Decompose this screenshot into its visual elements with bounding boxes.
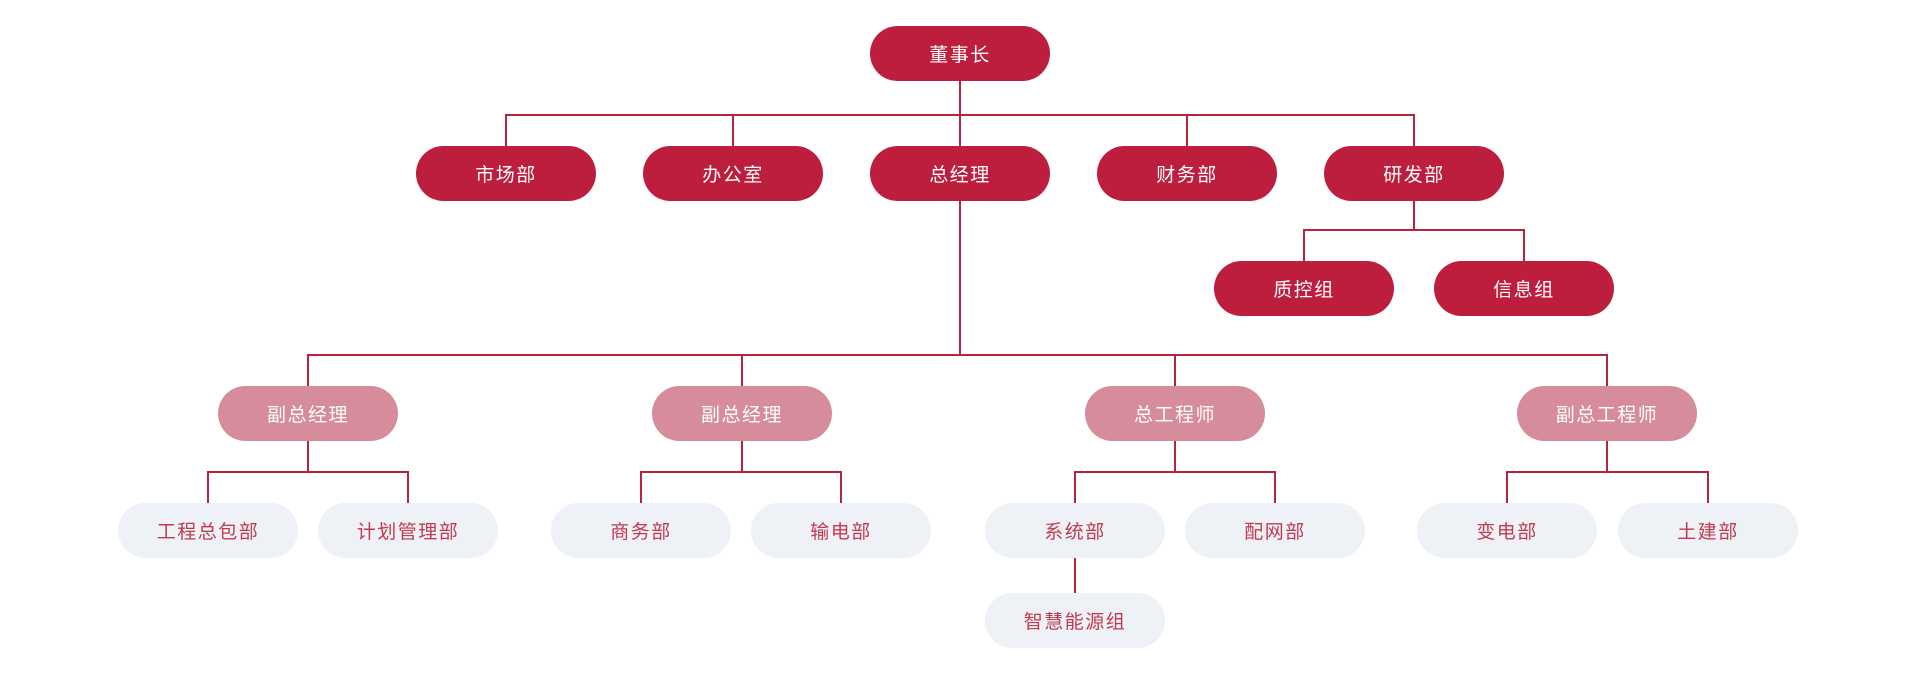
connector-line	[1506, 471, 1709, 473]
connector-line	[741, 441, 743, 472]
org-node-commerce-dept[interactable]: 商务部	[551, 503, 731, 558]
connector-line	[640, 471, 842, 473]
org-node-rd-dept[interactable]: 研发部	[1324, 146, 1504, 201]
connector-line	[307, 354, 1608, 356]
org-node-label: 系统部	[1044, 521, 1106, 543]
org-node-label: 配网部	[1244, 521, 1306, 543]
org-node-finance-dept[interactable]: 财务部	[1097, 146, 1277, 201]
org-node-substation-dept[interactable]: 变电部	[1417, 503, 1597, 558]
org-node-deputy-gm-1[interactable]: 副总经理	[218, 386, 398, 441]
org-node-system-dept[interactable]: 系统部	[985, 503, 1165, 558]
connector-line	[1174, 441, 1176, 472]
org-node-label: 副总经理	[266, 404, 349, 426]
org-node-general-manager[interactable]: 总经理	[870, 146, 1050, 201]
connector-line	[1074, 472, 1076, 503]
org-node-chairman[interactable]: 董事长	[870, 26, 1050, 81]
connector-line	[407, 472, 409, 503]
org-node-office[interactable]: 办公室	[643, 146, 823, 201]
connector-line	[1413, 201, 1415, 230]
org-node-chief-engineer[interactable]: 总工程师	[1085, 386, 1265, 441]
connector-line	[741, 355, 743, 386]
org-node-label: 智慧能源组	[1023, 611, 1127, 633]
connector-line	[307, 355, 309, 386]
org-node-deputy-chief-engineer[interactable]: 副总工程师	[1517, 386, 1697, 441]
org-node-label: 工程总包部	[156, 521, 260, 543]
org-node-label: 董事长	[929, 44, 991, 66]
org-node-deputy-gm-2[interactable]: 副总经理	[652, 386, 832, 441]
connector-line	[1606, 355, 1608, 386]
org-node-label: 总经理	[929, 164, 991, 186]
connector-line	[1274, 472, 1276, 503]
org-node-label: 办公室	[702, 164, 764, 186]
org-node-label: 输电部	[810, 521, 872, 543]
connector-line	[505, 115, 507, 146]
org-node-marketing-dept[interactable]: 市场部	[416, 146, 596, 201]
connector-line	[1303, 229, 1525, 231]
org-node-label: 计划管理部	[356, 521, 460, 543]
org-node-info-group[interactable]: 信息组	[1434, 261, 1614, 316]
connector-line	[1174, 355, 1176, 386]
org-node-label: 质控组	[1273, 279, 1335, 301]
connector-line	[1186, 115, 1188, 146]
connector-line	[207, 471, 409, 473]
org-node-distribution-dept[interactable]: 配网部	[1185, 503, 1365, 558]
org-node-label: 副总工程师	[1555, 404, 1659, 426]
org-node-epc-dept[interactable]: 工程总包部	[118, 503, 298, 558]
connector-line	[1303, 230, 1305, 261]
org-node-label: 变电部	[1476, 521, 1538, 543]
connector-line	[640, 472, 642, 503]
org-node-label: 商务部	[610, 521, 672, 543]
connector-line	[1523, 230, 1525, 261]
org-node-label: 总工程师	[1133, 404, 1216, 426]
org-node-label: 土建部	[1677, 521, 1739, 543]
org-node-qc-group[interactable]: 质控组	[1214, 261, 1394, 316]
connector-line	[959, 115, 961, 146]
connector-line	[307, 441, 309, 472]
org-node-label: 财务部	[1156, 164, 1218, 186]
connector-line	[1413, 115, 1415, 146]
connector-line	[959, 81, 961, 115]
connector-line	[1074, 471, 1276, 473]
org-node-transmission-dept[interactable]: 输电部	[751, 503, 931, 558]
connector-line	[732, 115, 734, 146]
connector-line	[1707, 472, 1709, 503]
org-node-smart-energy-group[interactable]: 智慧能源组	[985, 593, 1165, 648]
connector-line	[840, 472, 842, 503]
connector-line	[207, 472, 209, 503]
connector-line	[1506, 472, 1508, 503]
connector-line	[1606, 441, 1608, 472]
org-node-label: 副总经理	[700, 404, 783, 426]
org-node-label: 市场部	[475, 164, 537, 186]
org-node-civil-dept[interactable]: 土建部	[1618, 503, 1798, 558]
org-node-planning-dept[interactable]: 计划管理部	[318, 503, 498, 558]
connector-line	[1074, 558, 1076, 593]
connector-line	[959, 201, 961, 355]
org-node-label: 信息组	[1493, 279, 1555, 301]
org-node-label: 研发部	[1383, 164, 1445, 186]
